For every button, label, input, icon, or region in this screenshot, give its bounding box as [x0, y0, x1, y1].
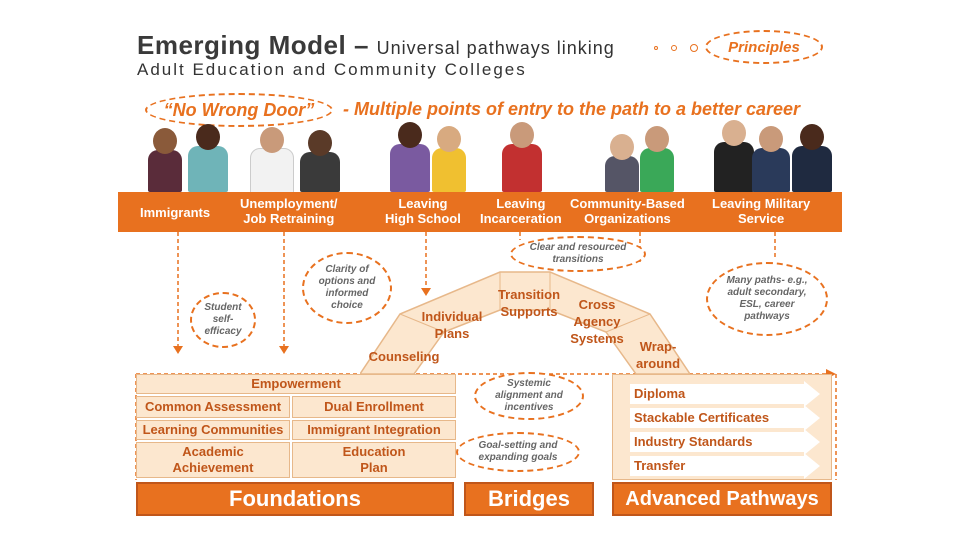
cell-learning-communities: Learning Communities: [136, 420, 290, 440]
cell-education-plan: Education Plan: [292, 442, 456, 478]
person-figure: [300, 130, 340, 192]
bridge-arch: [360, 271, 690, 374]
person-figure: [605, 134, 639, 192]
title-rest: Universal pathways linking: [376, 38, 615, 58]
advanced-item-stackable: Stackable Certificates: [630, 405, 820, 431]
entry-incarceration: Leaving Incarceration: [480, 196, 562, 226]
cell-common-assessment: Common Assessment: [136, 396, 290, 418]
advanced-item-industry: Industry Standards: [630, 429, 820, 455]
bubble-clarity-options: Clarity of options and informed choice: [302, 252, 392, 324]
cell-dual-enrollment: Dual Enrollment: [292, 396, 456, 418]
person-figure: [250, 127, 294, 194]
bubble-many-paths: Many paths- e.g., adult secondary, ESL, …: [706, 262, 828, 336]
person-figure: [188, 124, 228, 192]
entry-military: Leaving Military Service: [712, 196, 811, 226]
entry-community-based: Community-Based Organizations: [570, 196, 685, 226]
title-bold: Emerging Model –: [137, 30, 369, 60]
entry-unemployment: Unemployment/ Job Retraining: [240, 196, 338, 226]
person-figure: [714, 120, 754, 192]
arch-cross-agency: Cross Agency Systems: [570, 297, 624, 346]
principles-cloud: Principles: [705, 30, 823, 64]
person-figure: [432, 126, 466, 192]
arch-counseling: Counseling: [368, 349, 440, 364]
bubble-self-efficacy: Student self-efficacy: [190, 292, 256, 348]
entry-points-bar: [118, 192, 842, 232]
bubble-systemic-alignment: Systemic alignment and incentives: [474, 372, 584, 420]
cell-empowerment: Empowerment: [136, 374, 456, 394]
principles-label: Principles: [728, 38, 800, 56]
arch-wraparound: Wrap- around: [635, 339, 681, 371]
foundations-label: Foundations: [136, 482, 454, 516]
bubble-goal-setting: Goal-setting and expanding goals: [456, 432, 580, 472]
thought-dots: [654, 44, 698, 52]
advanced-pathways-label: Advanced Pathways: [612, 482, 832, 516]
page-subtitle: Adult Education and Community Colleges: [137, 60, 527, 79]
cell-immigrant-integration: Immigrant Integration: [292, 420, 456, 440]
arch-individual-plans: Individual Plans: [421, 309, 483, 341]
no-wrong-door-cloud: “No Wrong Door”: [145, 93, 333, 127]
person-figure: [148, 128, 182, 192]
person-figure: [792, 124, 832, 192]
entry-immigrants: Immigrants: [140, 205, 211, 220]
people-group: [140, 120, 840, 194]
person-figure: [752, 126, 790, 192]
person-figure: [640, 126, 674, 192]
person-figure: [390, 122, 430, 192]
page-title: Emerging Model – Universal pathways link…: [137, 30, 615, 61]
entry-high-school: Leaving High School: [385, 196, 461, 226]
advanced-item-transfer: Transfer: [630, 453, 820, 479]
tagline-text: - Multiple points of entry to the path t…: [343, 99, 801, 119]
no-wrong-door-label: “No Wrong Door”: [163, 99, 315, 120]
cell-academic-achievement: Academic Achievement: [136, 442, 290, 478]
bridges-label: Bridges: [464, 482, 594, 516]
person-figure: [502, 122, 542, 192]
advanced-item-diploma: Diploma: [630, 381, 820, 407]
arch-transition-supports: Transition Supports: [497, 287, 561, 319]
bubble-clear-transitions: Clear and resourced transitions: [510, 236, 646, 272]
